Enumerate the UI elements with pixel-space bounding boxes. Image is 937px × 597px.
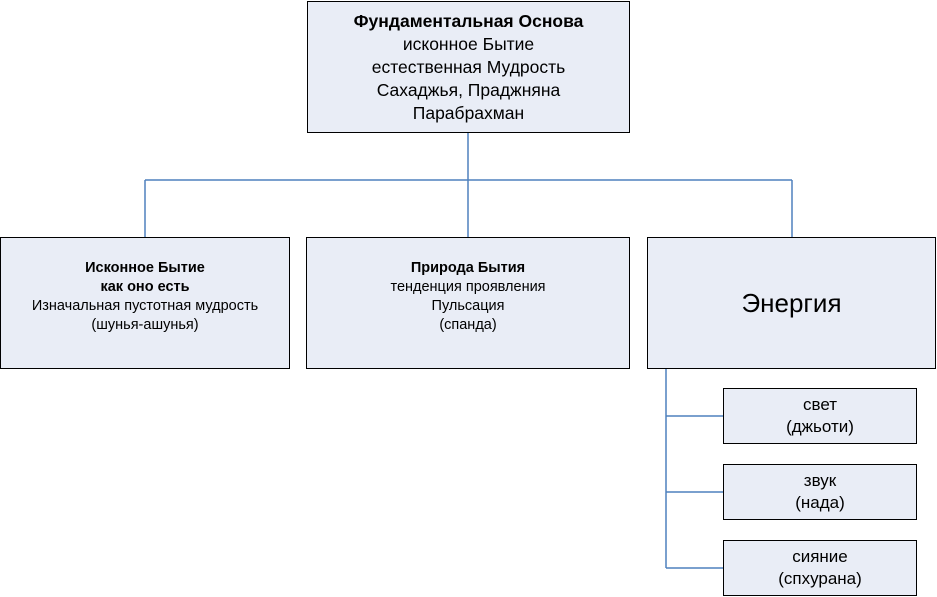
root-line: Парабрахман [412, 102, 525, 123]
node-line: тенденция проявления [390, 279, 546, 295]
subnode-line: звук [803, 471, 837, 490]
root-line: естественная Мудрость [371, 56, 566, 77]
node-nature-of-being: Природа Бытия тенденция проявления Пульс… [306, 237, 630, 369]
node-line: (шунья-ашунья) [91, 317, 199, 333]
energy-subnode-light: свет (джьоти) [723, 388, 917, 444]
root-line: исконное Бытие [402, 33, 535, 54]
energy-subnode-sound: звук (нада) [723, 464, 917, 520]
subnode-line: (спхурана) [778, 569, 862, 588]
node-title: Природа Бытия [410, 260, 526, 276]
node-line: (спанда) [439, 317, 497, 333]
subnode-line: свет [802, 395, 838, 414]
subnode-line: сияние [792, 547, 848, 566]
node-title: как оно есть [100, 279, 190, 295]
node-title: Энергия [741, 288, 842, 318]
subnode-line: (нада) [795, 493, 845, 512]
root-title: Фундаментальная Основа [353, 10, 584, 31]
node-line: Изначальная пустотная мудрость [31, 298, 259, 314]
node-primordial-being: Исконное Бытие как оно есть Изначальная … [0, 237, 290, 369]
node-title: Исконное Бытие [85, 260, 205, 276]
root-node-fundamental-basis: Фундаментальная Основа исконное Бытие ес… [307, 1, 630, 133]
energy-subnode-radiance: сияние (спхурана) [723, 540, 917, 596]
subnode-line: (джьоти) [786, 417, 854, 436]
root-line: Сахаджья, Праджняна [376, 79, 561, 100]
node-energy: Энергия [647, 237, 936, 369]
node-line: Пульсация [431, 298, 505, 314]
